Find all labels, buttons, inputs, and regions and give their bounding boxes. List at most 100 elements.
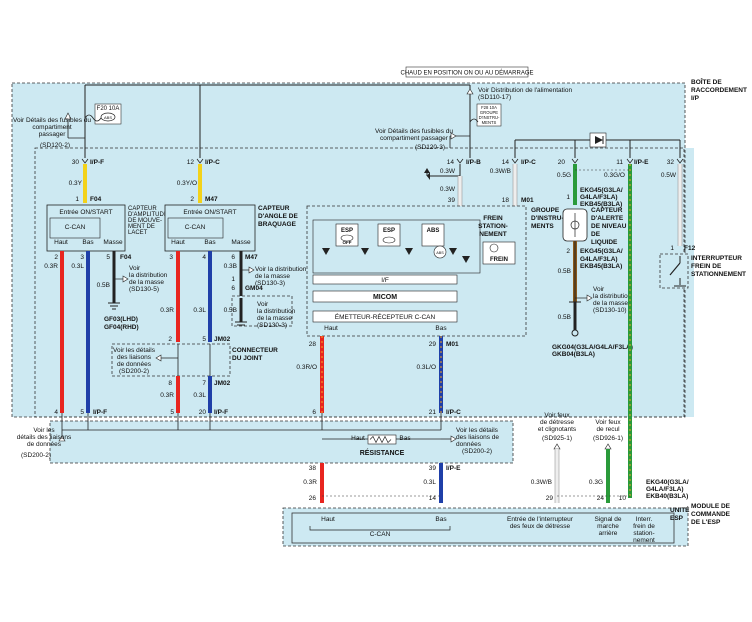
- svg-text:(SD925-1): (SD925-1): [542, 435, 572, 442]
- svg-text:10: 10: [619, 495, 627, 502]
- svg-text:0.3R: 0.3R: [303, 479, 317, 486]
- svg-text:0.3Y: 0.3Y: [69, 180, 83, 187]
- svg-text:0.3R: 0.3R: [44, 263, 58, 270]
- svg-text:0.5B: 0.5B: [97, 282, 110, 289]
- svg-text:28: 28: [309, 341, 317, 348]
- svg-text:GKG04(G3LA/G4LA/F3LA): GKG04(G3LA/G4LA/F3LA): [552, 344, 633, 351]
- svg-text:des liaisons de: des liaisons de: [456, 434, 499, 441]
- junction-box-label-2: RACCORDEMENT: [691, 87, 747, 94]
- svg-text:de détresse: de détresse: [540, 419, 574, 426]
- svg-text:1: 1: [231, 276, 235, 283]
- svg-text:de la masse: de la masse: [255, 273, 290, 280]
- svg-text:6: 6: [231, 285, 235, 292]
- svg-text:la distribution: la distribution: [593, 293, 632, 300]
- svg-text:MENTS: MENTS: [482, 120, 497, 125]
- svg-text:DE L'ESP: DE L'ESP: [691, 519, 721, 526]
- svg-text:0.5G: 0.5G: [557, 172, 571, 179]
- svg-text:0.3L: 0.3L: [71, 263, 84, 270]
- svg-text:20: 20: [199, 409, 207, 416]
- svg-text:F12: F12: [684, 245, 696, 252]
- svg-text:0.3W: 0.3W: [440, 186, 456, 193]
- svg-text:GF04(RHD): GF04(RHD): [104, 324, 139, 331]
- junction-box-border: [11, 82, 686, 418]
- svg-text:14: 14: [447, 159, 455, 166]
- svg-text:Voir: Voir: [593, 286, 605, 293]
- svg-text:de recul: de recul: [596, 426, 620, 433]
- svg-text:INTERRUPTEUR: INTERRUPTEUR: [691, 255, 742, 262]
- svg-text:Haut: Haut: [321, 516, 335, 523]
- svg-text:0.3G/O: 0.3G/O: [604, 172, 625, 179]
- svg-text:29: 29: [429, 341, 437, 348]
- if-box: [312, 274, 458, 285]
- svg-text:M47: M47: [205, 196, 218, 203]
- svg-text:39: 39: [448, 197, 456, 204]
- led-icon-5: [462, 256, 470, 263]
- svg-text:I/P-E: I/P-E: [446, 465, 461, 472]
- svg-text:5: 5: [106, 254, 110, 261]
- svg-text:EKB40(B3LA): EKB40(B3LA): [646, 493, 688, 500]
- svg-text:(SD120-3): (SD120-3): [415, 144, 445, 151]
- svg-text:G4LA/F3LA): G4LA/F3LA): [580, 194, 618, 201]
- svg-text:3: 3: [169, 254, 173, 261]
- svg-text:MENTS: MENTS: [531, 223, 554, 230]
- svg-text:Voir les détails: Voir les détails: [113, 347, 156, 354]
- svg-text:ABS: ABS: [427, 228, 440, 234]
- svg-text:Bas: Bas: [435, 516, 447, 523]
- svg-text:EKG45(G3LA/: EKG45(G3LA/: [580, 187, 623, 194]
- svg-text:Voir Détails des fusibles du: Voir Détails des fusibles du: [13, 117, 91, 124]
- svg-text:Interr.: Interr.: [636, 516, 653, 523]
- svg-text:(SD926-1): (SD926-1): [593, 435, 623, 442]
- svg-text:(SD200-2): (SD200-2): [21, 452, 51, 459]
- svg-text:GM04: GM04: [245, 285, 263, 292]
- svg-text:I/P-F: I/P-F: [90, 159, 104, 166]
- svg-text:NEMENT: NEMENT: [479, 231, 506, 238]
- svg-text:UNITÉ: UNITÉ: [670, 505, 690, 514]
- abs-lamp: [421, 223, 445, 247]
- svg-text:Voir les: Voir les: [33, 427, 55, 434]
- svg-text:0.5B: 0.5B: [558, 314, 571, 321]
- svg-text:(SD130-3): (SD130-3): [255, 280, 285, 287]
- svg-text:STATIONNEMENT: STATIONNEMENT: [691, 271, 746, 278]
- svg-text:GROUPE: GROUPE: [480, 110, 498, 115]
- svg-text:Bas: Bas: [204, 239, 216, 246]
- brake-lamp: [482, 241, 516, 265]
- svg-text:Voir feux: Voir feux: [544, 412, 570, 419]
- resistor: [367, 434, 397, 445]
- svg-text:I/P-C: I/P-C: [521, 159, 536, 166]
- svg-text:LIQUIDE: LIQUIDE: [591, 239, 618, 246]
- svg-text:EKB45(B3LA): EKB45(B3LA): [580, 201, 622, 208]
- svg-text:4: 4: [54, 409, 58, 416]
- svg-text:Haut: Haut: [54, 239, 68, 246]
- micom-box: [312, 290, 458, 303]
- svg-text:0.3R: 0.3R: [160, 307, 174, 314]
- svg-text:GF03(LHD): GF03(LHD): [104, 316, 138, 323]
- svg-text:0.3W: 0.3W: [440, 168, 456, 175]
- svg-text:G4LA/F3LA): G4LA/F3LA): [646, 486, 684, 493]
- svg-text:FREIN: FREIN: [490, 257, 508, 263]
- svg-text:39: 39: [429, 465, 437, 472]
- svg-text:D'ANGLE DE: D'ANGLE DE: [258, 213, 298, 220]
- svg-text:F04: F04: [90, 196, 102, 203]
- svg-text:CONNECTEUR: CONNECTEUR: [232, 347, 278, 354]
- svg-text:32: 32: [667, 159, 675, 166]
- park-switch: [659, 253, 689, 289]
- power-dist-ref: Voir Distribution de l'alimentation: [478, 87, 572, 94]
- svg-text:I/P-C: I/P-C: [205, 159, 220, 166]
- svg-text:station-: station-: [633, 530, 654, 537]
- svg-text:FREIN: FREIN: [483, 215, 503, 222]
- svg-text:0.3R: 0.3R: [160, 392, 174, 399]
- svg-text:ÉMETTEUR-RÉCEPTEUR C-CAN: ÉMETTEUR-RÉCEPTEUR C-CAN: [335, 312, 436, 321]
- svg-text:6: 6: [312, 409, 316, 416]
- svg-text:passager: passager: [39, 131, 67, 138]
- svg-text:MICOM: MICOM: [373, 294, 397, 301]
- diode-icon: [595, 136, 603, 144]
- svg-text:0.3G: 0.3G: [589, 479, 603, 486]
- svg-text:ESP: ESP: [341, 228, 353, 234]
- svg-text:OFF: OFF: [343, 240, 352, 245]
- svg-text:détails des liaisons: détails des liaisons: [17, 434, 72, 441]
- svg-text:DE MOUVE-: DE MOUVE-: [128, 218, 162, 224]
- svg-text:Voir: Voir: [129, 265, 141, 272]
- svg-text:8: 8: [168, 380, 172, 387]
- svg-text:JM02: JM02: [214, 336, 231, 343]
- svg-text:de la masse: de la masse: [257, 315, 292, 322]
